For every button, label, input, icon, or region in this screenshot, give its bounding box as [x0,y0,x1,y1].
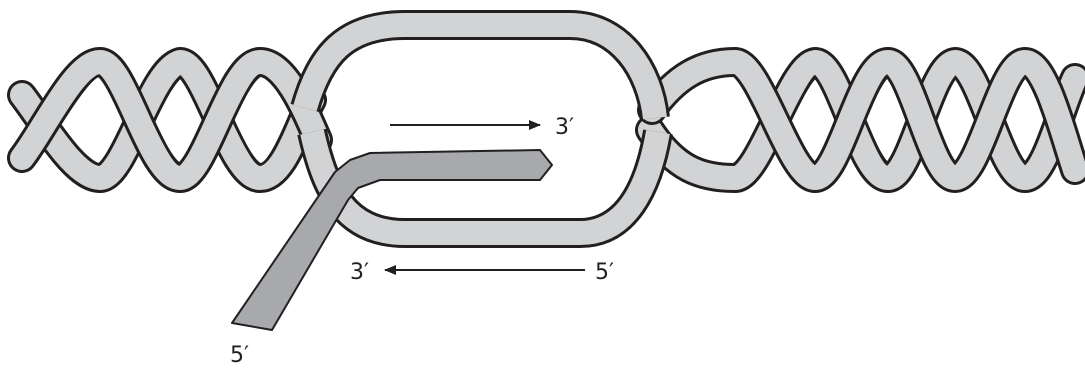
bottom-arrow-5prime-label: 5′ [595,260,614,285]
invading-strand [231,149,553,331]
displaced-loop-top [290,10,670,121]
duplex-strand-b-body [10,50,1085,190]
top-arrow-3prime-label: 3′ [555,115,574,140]
duplex-strand-a [7,47,1085,193]
displaced-loop-top-body [293,13,667,120]
bottom-arrow-3prime-label: 3′ [350,260,369,285]
invading-strand-5prime-label: 5′ [230,343,249,368]
duplex-strand-a-body [10,50,1085,190]
invading-strand-body [231,149,553,331]
duplex-strand-b [7,47,1085,193]
